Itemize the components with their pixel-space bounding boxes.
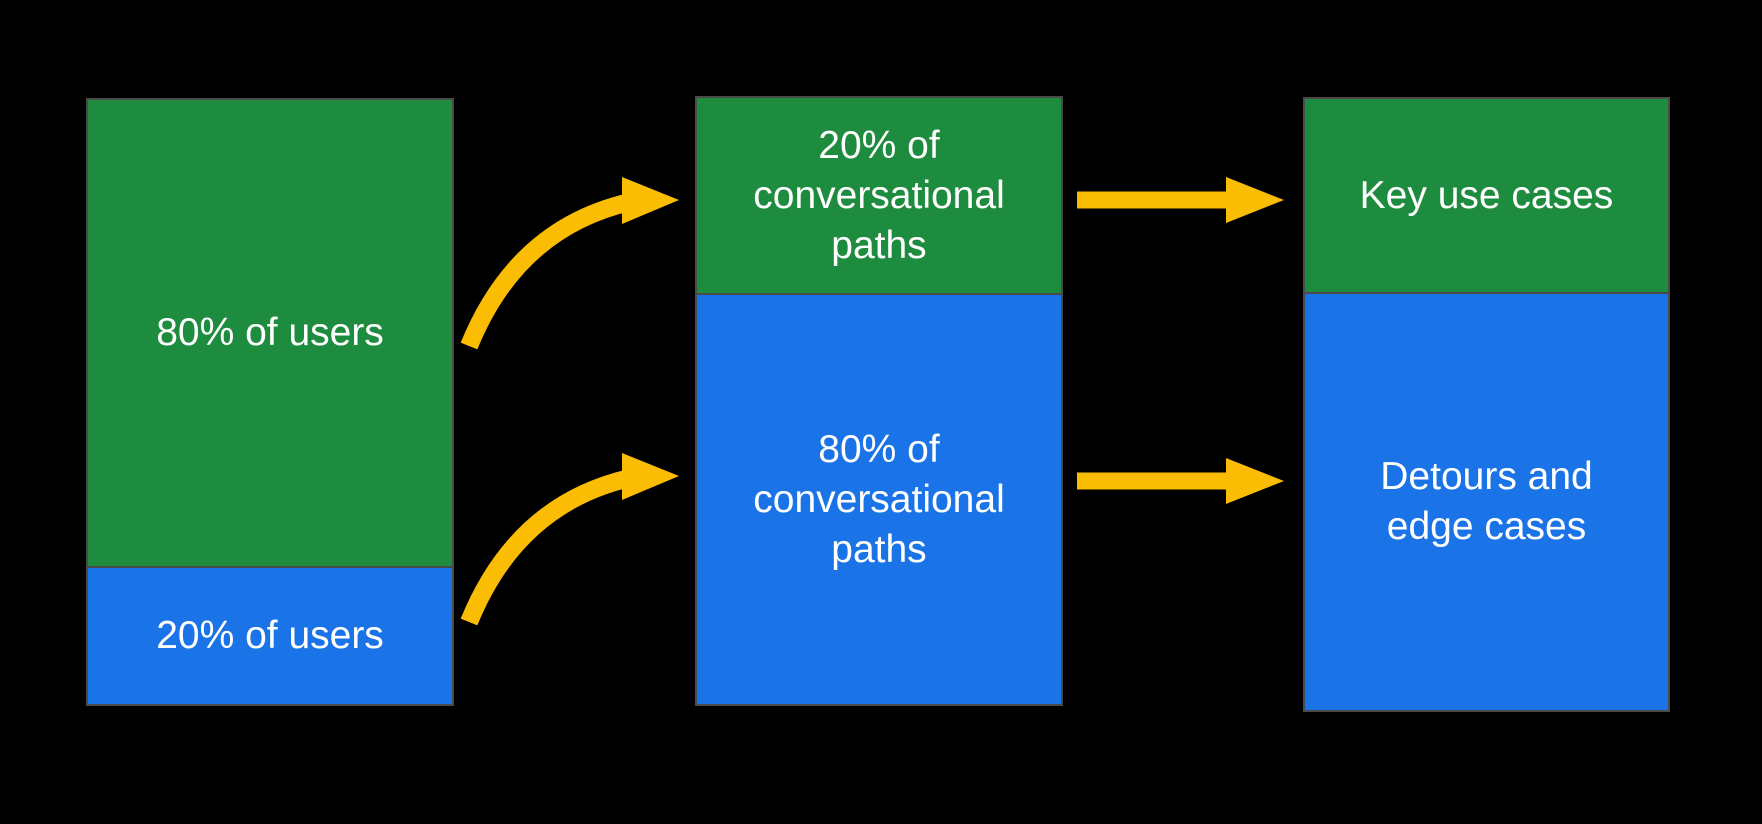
users-green-segment: 80% of users	[88, 100, 452, 566]
paths-green-segment: 20% of conversational paths	[697, 98, 1061, 294]
users-green-label: 80% of users	[156, 310, 384, 354]
paths-blue-segment: 80% of conversational paths	[697, 293, 1061, 704]
curved-arrow-bottom-shaft	[460, 469, 633, 626]
straight-arrow-bottom-icon	[1077, 458, 1284, 504]
outcomes-green-label: Key use cases	[1359, 173, 1614, 217]
users-bar: 80% of users 20% of users	[86, 98, 454, 706]
outcomes-blue-segment: Detours and edge cases	[1305, 292, 1668, 710]
users-blue-label: 20% of users	[156, 613, 384, 657]
curved-arrow-top-icon	[460, 177, 679, 350]
straight-arrow-bottom-head	[1226, 458, 1284, 504]
outcomes-blue-label: Detours and edge cases	[1380, 455, 1593, 549]
users-blue-segment: 20% of users	[88, 565, 452, 704]
paths-bar: 20% of conversational paths 80% of conve…	[695, 96, 1063, 706]
paths-blue-label: 80% of conversational paths	[753, 427, 1005, 571]
outcomes-bar: Key use cases Detours and edge cases	[1303, 97, 1670, 712]
outcomes-green-segment: Key use cases	[1305, 99, 1668, 293]
curved-arrow-bottom-icon	[460, 453, 679, 626]
curved-arrow-top-head	[622, 177, 679, 224]
straight-arrow-top-icon	[1077, 177, 1284, 223]
paths-green-label: 20% of conversational paths	[753, 123, 1005, 267]
curved-arrow-top-shaft	[460, 193, 633, 350]
straight-arrow-top-head	[1226, 177, 1284, 223]
curved-arrow-bottom-head	[622, 453, 679, 500]
